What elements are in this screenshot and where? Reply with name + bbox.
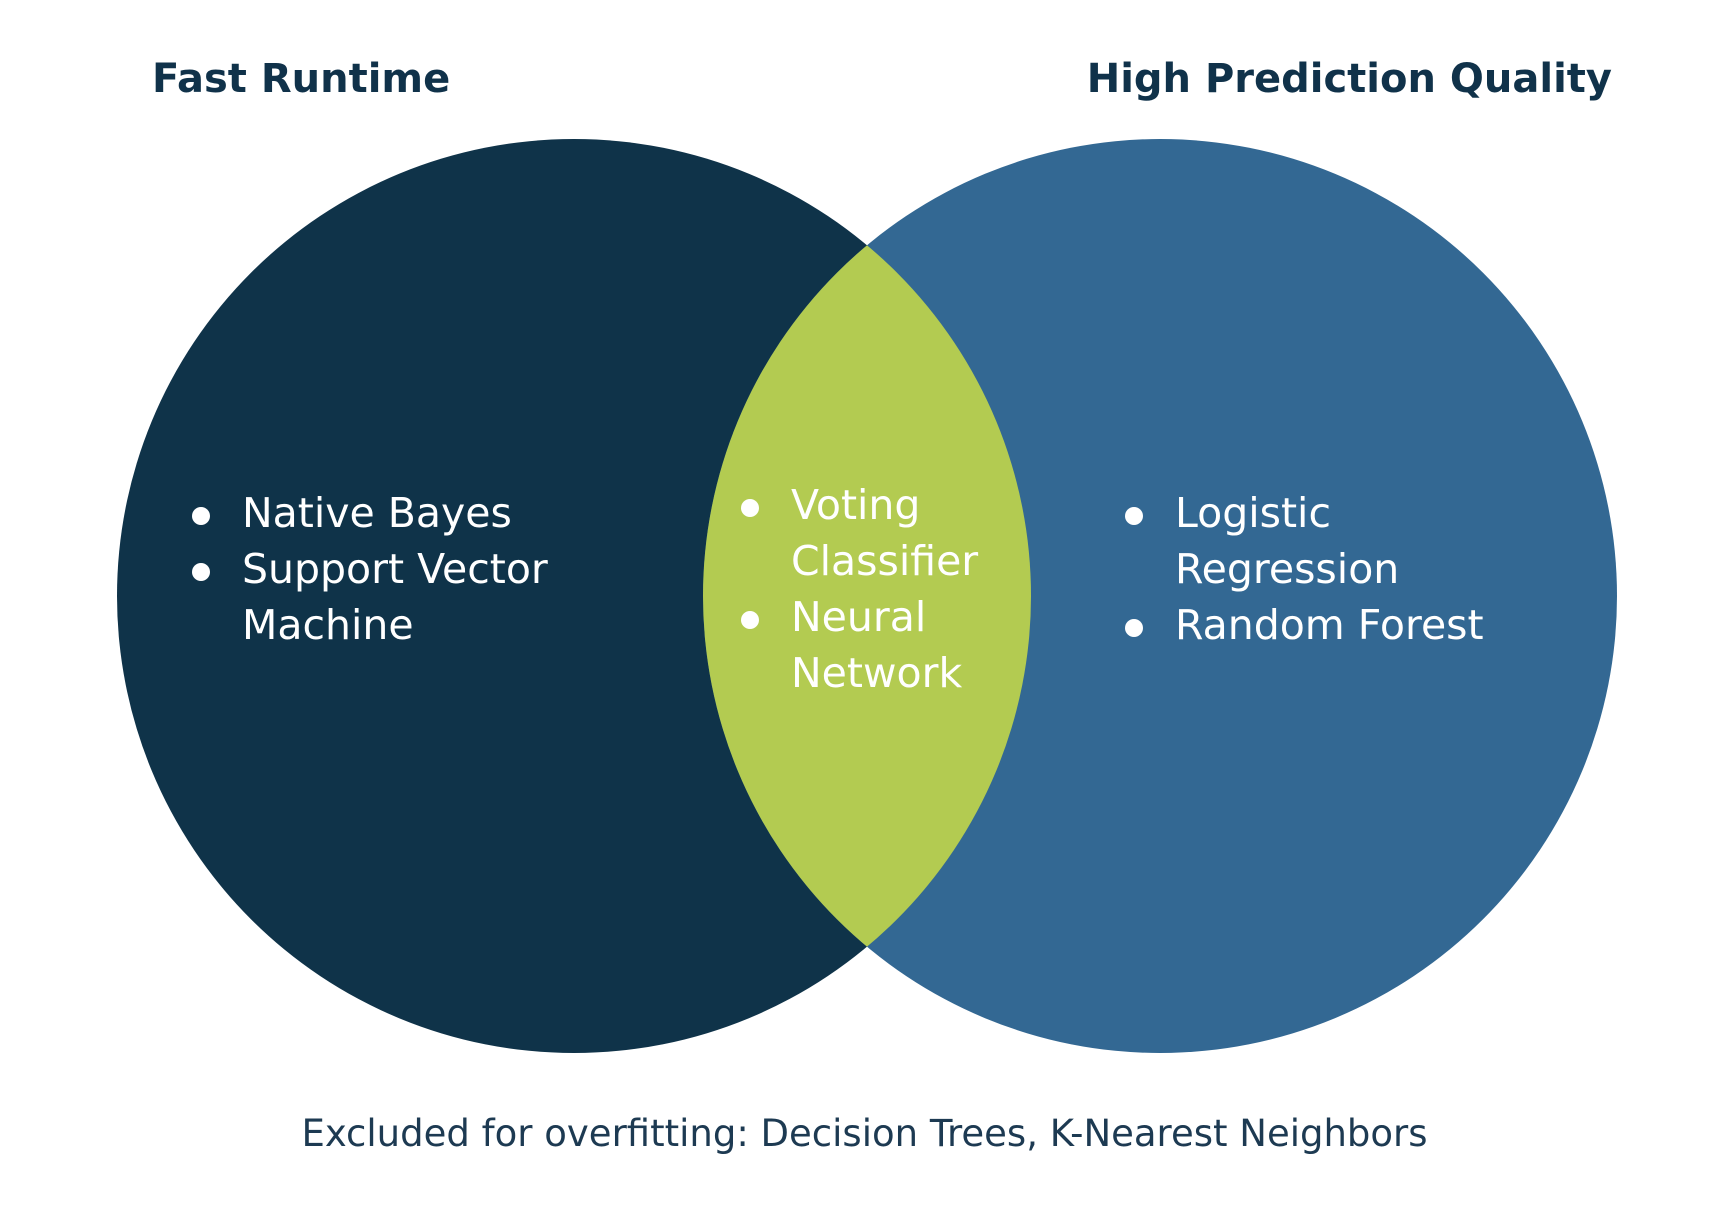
- high-prediction-quality-list: Logistic Regression Random Forest: [1125, 485, 1545, 653]
- bullet-icon: [1125, 619, 1143, 637]
- fast-runtime-list: Native Bayes Support Vector Machine: [192, 485, 652, 653]
- list-item: Voting Classifier: [741, 477, 1041, 589]
- bullet-icon: [192, 507, 210, 525]
- high-prediction-quality-title: High Prediction Quality: [1086, 56, 1612, 102]
- list-item: Support Vector Machine: [192, 541, 652, 653]
- item-label: Neural Network: [791, 593, 963, 697]
- list-item: Native Bayes: [192, 485, 652, 541]
- list-item: Random Forest: [1125, 597, 1545, 653]
- item-label: Logistic Regression: [1175, 489, 1400, 593]
- item-label: Support Vector Machine: [242, 545, 548, 649]
- bullet-icon: [741, 499, 759, 517]
- bullet-icon: [1125, 507, 1143, 525]
- item-label: Voting Classifier: [791, 481, 979, 585]
- bullet-icon: [741, 611, 759, 629]
- overlap-list: Voting Classifier Neural Network: [741, 477, 1041, 701]
- list-item: Logistic Regression: [1125, 485, 1545, 597]
- bullet-icon: [192, 563, 210, 581]
- excluded-models-note: Excluded for overfitting: Decision Trees…: [301, 1112, 1428, 1155]
- item-label: Native Bayes: [242, 489, 512, 537]
- item-label: Random Forest: [1175, 601, 1484, 649]
- list-item: Neural Network: [741, 589, 1041, 701]
- overlap-region: [703, 139, 1031, 1053]
- fast-runtime-title: Fast Runtime: [152, 56, 451, 102]
